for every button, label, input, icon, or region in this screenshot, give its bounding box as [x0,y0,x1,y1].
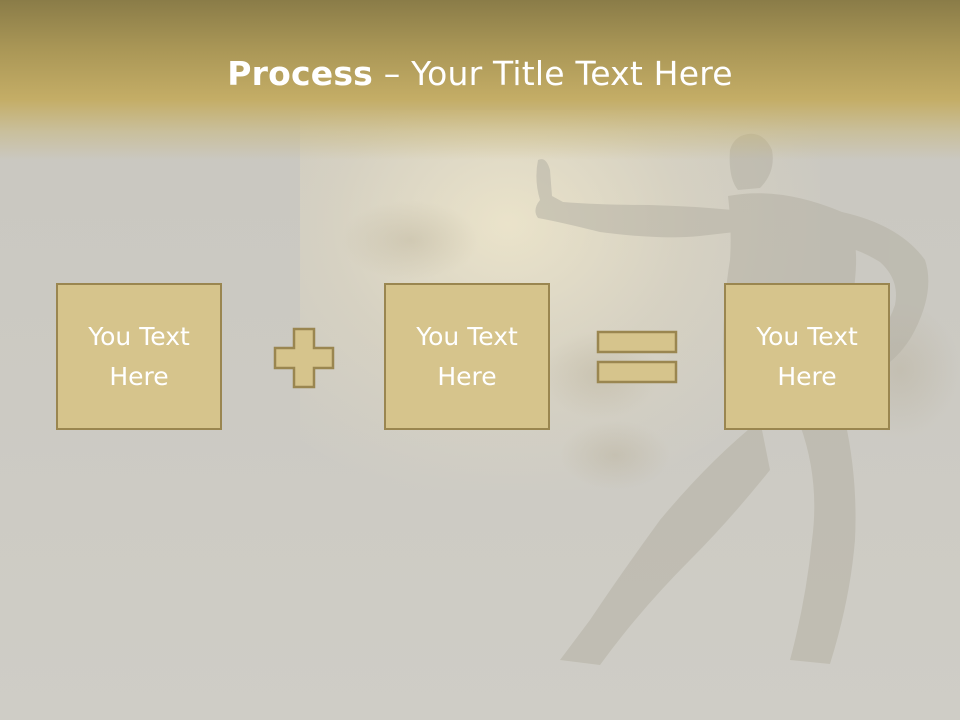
slide-title: Process – Your Title Text Here [0,52,960,96]
process-box-1: You Text Here [56,283,222,430]
cloud [340,200,480,280]
plus-icon [273,327,335,389]
process-box-2-label: You Text Here [416,321,518,391]
equals-icon [596,330,678,384]
title-bold-text: Process [227,54,374,93]
process-box-3: You Text Here [724,283,890,430]
cloud [560,420,670,490]
process-box-2: You Text Here [384,283,550,430]
process-box-1-label: You Text Here [88,321,190,391]
process-box-3-label: You Text Here [756,321,858,391]
title-rest-text: – Your Title Text Here [373,54,733,93]
header-band [0,0,960,160]
